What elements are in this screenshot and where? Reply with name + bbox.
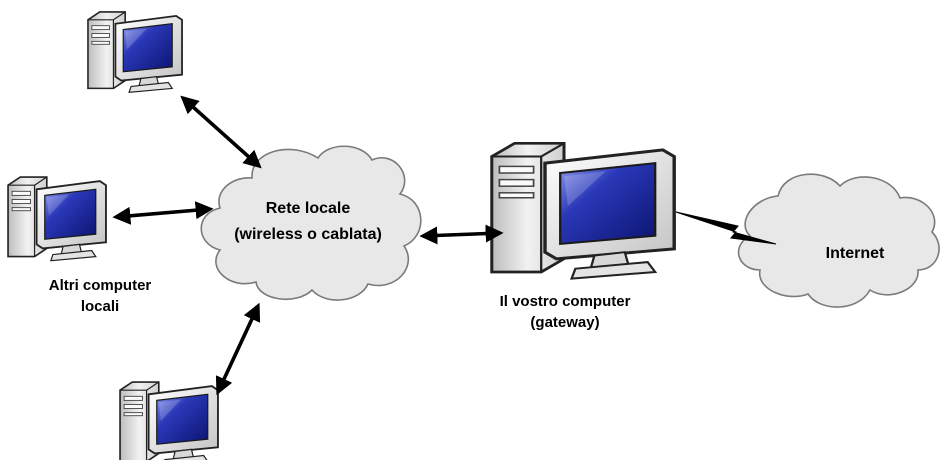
- double-arrow-icon: [215, 302, 261, 396]
- local-computer-top: [87, 11, 183, 94]
- double-arrow-icon: [419, 224, 504, 245]
- local-computers-caption: Altri computer locali: [20, 275, 180, 317]
- computer-icon: [119, 381, 219, 460]
- double-arrow-icon: [112, 201, 214, 225]
- local-computer-bottom: [119, 381, 219, 460]
- gateway-computer: [490, 141, 676, 281]
- gateway-caption: Il vostro computer (gateway): [468, 291, 662, 333]
- computer-icon: [490, 141, 676, 281]
- lightning-link-icon: [675, 211, 777, 245]
- double-arrow-icon: [180, 95, 262, 169]
- computer-icon: [87, 11, 183, 94]
- lan-label-line2: (wireless o cablata): [234, 226, 382, 243]
- local-computer-left: [7, 176, 107, 262]
- lan-cloud-label: Rete locale (wireless o cablata): [203, 196, 413, 248]
- internet-cloud-icon: [737, 173, 940, 308]
- lan-cloud-icon: [200, 145, 422, 301]
- internet-label: Internet: [825, 245, 885, 262]
- gateway-caption-line1: Il vostro computer: [499, 293, 631, 310]
- computer-icon: [7, 176, 107, 262]
- lan-label-line1: Rete locale: [265, 200, 351, 217]
- internet-cloud-label: Internet: [800, 241, 910, 267]
- local-caption-line2: locali: [80, 298, 120, 315]
- local-caption-line1: Altri computer: [48, 277, 152, 294]
- gateway-caption-line2: (gateway): [530, 314, 600, 331]
